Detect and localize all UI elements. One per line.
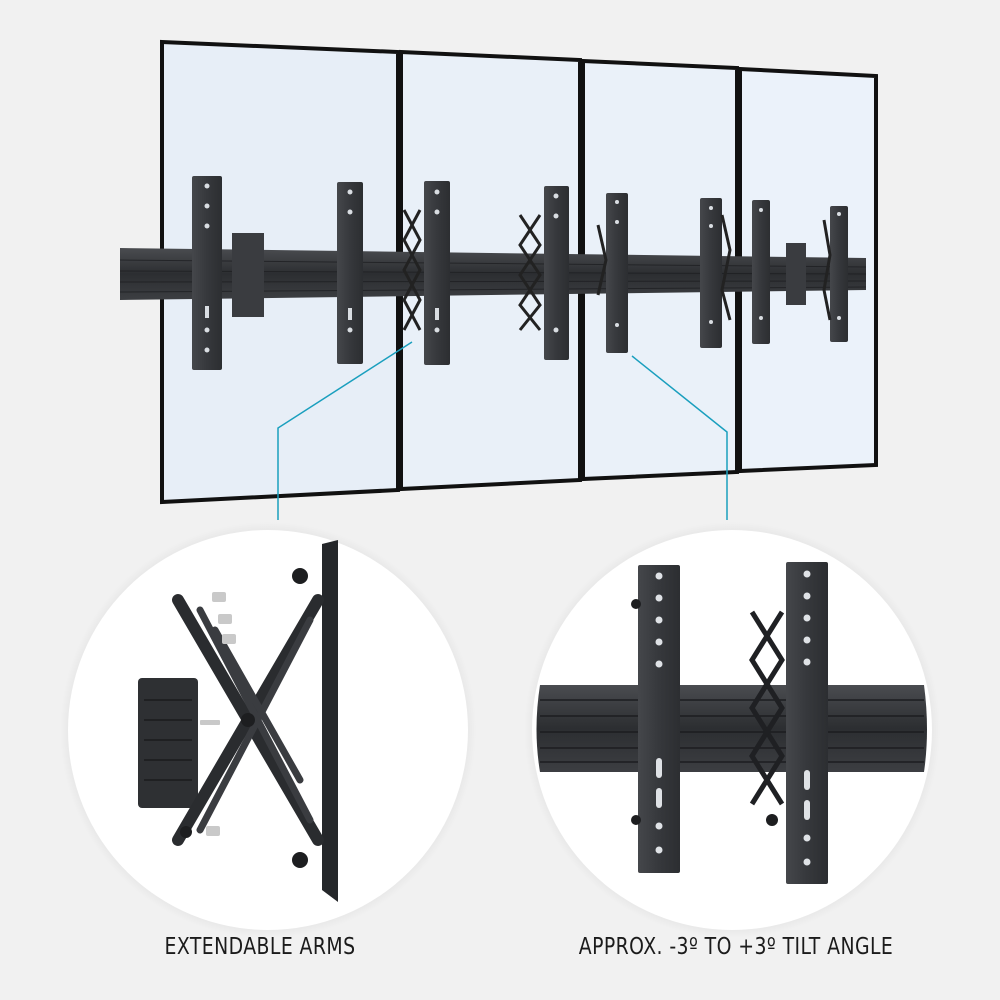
wall-brackets <box>192 176 848 370</box>
spacer-block <box>232 233 264 317</box>
detail-circle-left <box>60 522 476 938</box>
callout-lines <box>277 341 728 520</box>
callout-line-left <box>277 341 413 520</box>
caption-tilt-angle: APPROX. -3º TO +3º TILT ANGLE <box>578 934 894 960</box>
caption-extendable-arms: EXTENDABLE ARMS <box>164 934 356 960</box>
video-wall <box>119 39 878 505</box>
detail-circle-right <box>524 522 940 938</box>
spacer-block <box>786 243 806 305</box>
callout-line-right <box>631 355 728 520</box>
scissor-mechanisms <box>402 209 832 331</box>
mounting-rail <box>120 248 866 300</box>
